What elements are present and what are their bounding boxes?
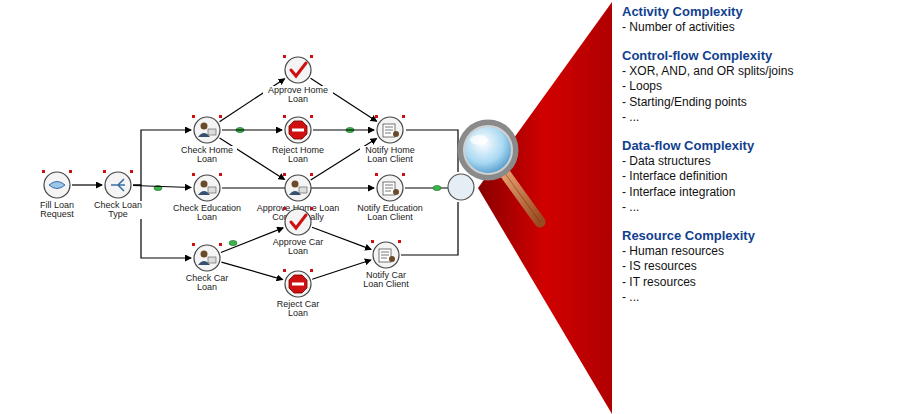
- activity-icon: [283, 269, 313, 299]
- section-heading: Control-flow Complexity: [622, 48, 920, 64]
- activity-icon: [103, 170, 133, 200]
- bullet-item: - Human resources: [622, 244, 920, 260]
- bullet-item: - ...: [622, 290, 920, 306]
- bullet-item: - XOR, AND, and OR splits/joins: [622, 64, 920, 80]
- activity-icon: [283, 55, 313, 85]
- activity-label: Notify Home Loan Client: [360, 146, 420, 164]
- activity-label: Approve Car Loan: [263, 238, 333, 256]
- flow-connector: [133, 186, 191, 188]
- bullet-item: - ...: [622, 200, 920, 216]
- activity-label: Check Education Loan: [172, 204, 242, 222]
- activity-label: Notify Education Loan Client: [355, 204, 425, 222]
- activity-icon: [375, 173, 405, 203]
- activity-icon: [371, 240, 401, 270]
- activity-label: Reject Car Loan: [268, 300, 328, 318]
- activity-node: Approve Car Loan: [283, 207, 313, 237]
- activity-node: Approve Home Loan Conditionally: [283, 173, 313, 203]
- activity-icon: [42, 170, 72, 200]
- bullet-item: - Starting/Ending points: [622, 95, 920, 111]
- activity-label: Reject Home Loan: [263, 146, 333, 164]
- activity-node: Check Loan Type: [103, 170, 133, 200]
- activity-icon: [283, 173, 313, 203]
- activity-node: Approve Home Loan: [283, 55, 313, 85]
- activity-label: Notify Car Loan Client: [356, 271, 416, 289]
- section-heading: Data-flow Complexity: [622, 138, 920, 154]
- bullet-item: - Number of activities: [622, 20, 920, 36]
- bullet-item: - IT resources: [622, 275, 920, 291]
- bullet-item: - IS resources: [622, 259, 920, 275]
- complexity-panel: Activity Complexity- Number of activitie…: [622, 4, 920, 306]
- activity-icon: [283, 115, 313, 145]
- activity-label: Fill Loan Request: [27, 201, 87, 219]
- magnifier: [461, 123, 540, 222]
- bullet-item: - Data structures: [622, 154, 920, 170]
- activity-icon: [192, 115, 222, 145]
- activity-label: Check Loan Type: [88, 201, 148, 219]
- section-heading: Resource Complexity: [622, 228, 920, 244]
- activity-icon: [192, 243, 222, 273]
- bullet-item: - ...: [622, 110, 920, 126]
- zoom-wedge: [478, 2, 612, 414]
- activity-node: Reject Car Loan: [283, 269, 313, 299]
- activity-node: Notify Home Loan Client: [375, 115, 405, 145]
- end-node: [448, 174, 474, 200]
- activity-node: Reject Home Loan: [283, 115, 313, 145]
- flow-connector: [222, 129, 282, 130]
- green-tokens: [154, 127, 441, 245]
- bullet-item: - Interface definition: [622, 169, 920, 185]
- activity-node: Fill Loan Request: [42, 170, 72, 200]
- activity-label: Approve Home Loan: [263, 86, 333, 104]
- activity-node: Check Education Loan: [192, 173, 222, 203]
- activity-label: Check Home Loan: [177, 146, 237, 164]
- activity-node: Check Car Loan: [192, 243, 222, 273]
- flow-connector: [72, 184, 102, 185]
- activity-label: Check Car Loan: [177, 274, 237, 292]
- activity-icon: [283, 207, 313, 237]
- activity-node: Notify Car Loan Client: [371, 240, 401, 270]
- activity-icon: [192, 173, 222, 203]
- bullet-item: - Loops: [622, 79, 920, 95]
- activity-icon: [375, 115, 405, 145]
- activity-node: Check Home Loan: [192, 115, 222, 145]
- flow-connector: [313, 129, 374, 130]
- section-heading: Activity Complexity: [622, 4, 920, 20]
- activity-node: Notify Education Loan Client: [375, 173, 405, 203]
- bullet-item: - Interface integration: [622, 185, 920, 201]
